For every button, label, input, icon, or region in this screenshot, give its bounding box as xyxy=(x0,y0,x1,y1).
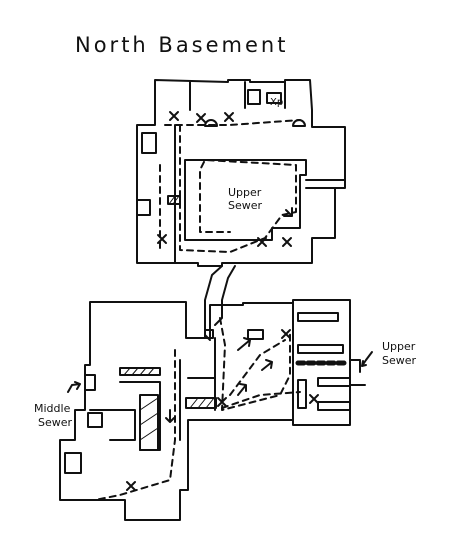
arrow-icon xyxy=(237,383,247,396)
x-mark xyxy=(281,329,291,339)
bed-icon xyxy=(266,92,282,104)
middle-sewer-line2: Sewer xyxy=(38,416,73,429)
bed-icon xyxy=(247,89,261,105)
door-icon xyxy=(204,119,218,127)
route-path xyxy=(221,391,301,409)
south-hatch-lines xyxy=(123,367,155,376)
bed-icon xyxy=(64,452,82,474)
bar-shelf xyxy=(297,312,339,322)
south-divider xyxy=(89,409,136,441)
arrow-icon xyxy=(237,337,251,351)
arrow-icon xyxy=(261,359,273,371)
south-hatch-block xyxy=(119,367,161,376)
x-mark xyxy=(196,113,206,123)
arrow-icon xyxy=(283,207,293,217)
route-path xyxy=(229,339,286,396)
route-path xyxy=(219,317,291,411)
bar-shelf xyxy=(297,379,307,409)
upper-sewer-center-line2: Sewer xyxy=(228,199,263,212)
south-hatch-lines xyxy=(189,397,215,409)
middle-sewer-line1: Middle xyxy=(34,402,71,415)
x-mark xyxy=(224,112,234,122)
x-mark xyxy=(217,397,227,407)
south-hatch-lines xyxy=(139,397,159,441)
south-hatch-block xyxy=(204,329,214,339)
south-hatch-block xyxy=(247,329,264,340)
upper-sewer-exit xyxy=(349,359,366,386)
arrow-icon xyxy=(361,351,373,367)
north-left-notch xyxy=(136,199,151,216)
map-title: North Basement xyxy=(75,33,288,57)
bar-shelf xyxy=(317,377,351,387)
upper-sewer-courtyard xyxy=(184,159,307,241)
x-mark xyxy=(309,394,319,404)
bed-icon xyxy=(141,132,157,154)
south-hatch-block xyxy=(139,394,159,451)
upper-sewer-center-line1: Upper xyxy=(228,186,262,199)
upper-sewer-right-line2: Sewer xyxy=(382,354,417,367)
bed-icon xyxy=(87,412,103,428)
arrow-icon xyxy=(165,409,175,423)
upper-sewer-right-line1: Upper xyxy=(382,340,416,353)
route-path xyxy=(164,119,301,253)
x-mark xyxy=(126,481,136,491)
x-mark xyxy=(169,111,179,121)
x-mark xyxy=(157,234,167,244)
middle-sewer-notch xyxy=(84,374,96,391)
arrow-icon xyxy=(67,381,81,393)
north-hatch-lines xyxy=(168,195,180,205)
bar-shelf xyxy=(297,344,344,354)
south-block-outline xyxy=(59,299,351,521)
north-hatch-block xyxy=(167,195,181,205)
south-hatch-block xyxy=(185,397,217,409)
bar-shelf xyxy=(317,401,351,411)
north-block-outline xyxy=(136,79,346,267)
x-mark xyxy=(282,237,292,247)
x-mark xyxy=(257,237,267,247)
north-right-notch xyxy=(305,179,346,189)
route-path xyxy=(94,349,176,501)
xp-label: Xp xyxy=(270,97,283,108)
